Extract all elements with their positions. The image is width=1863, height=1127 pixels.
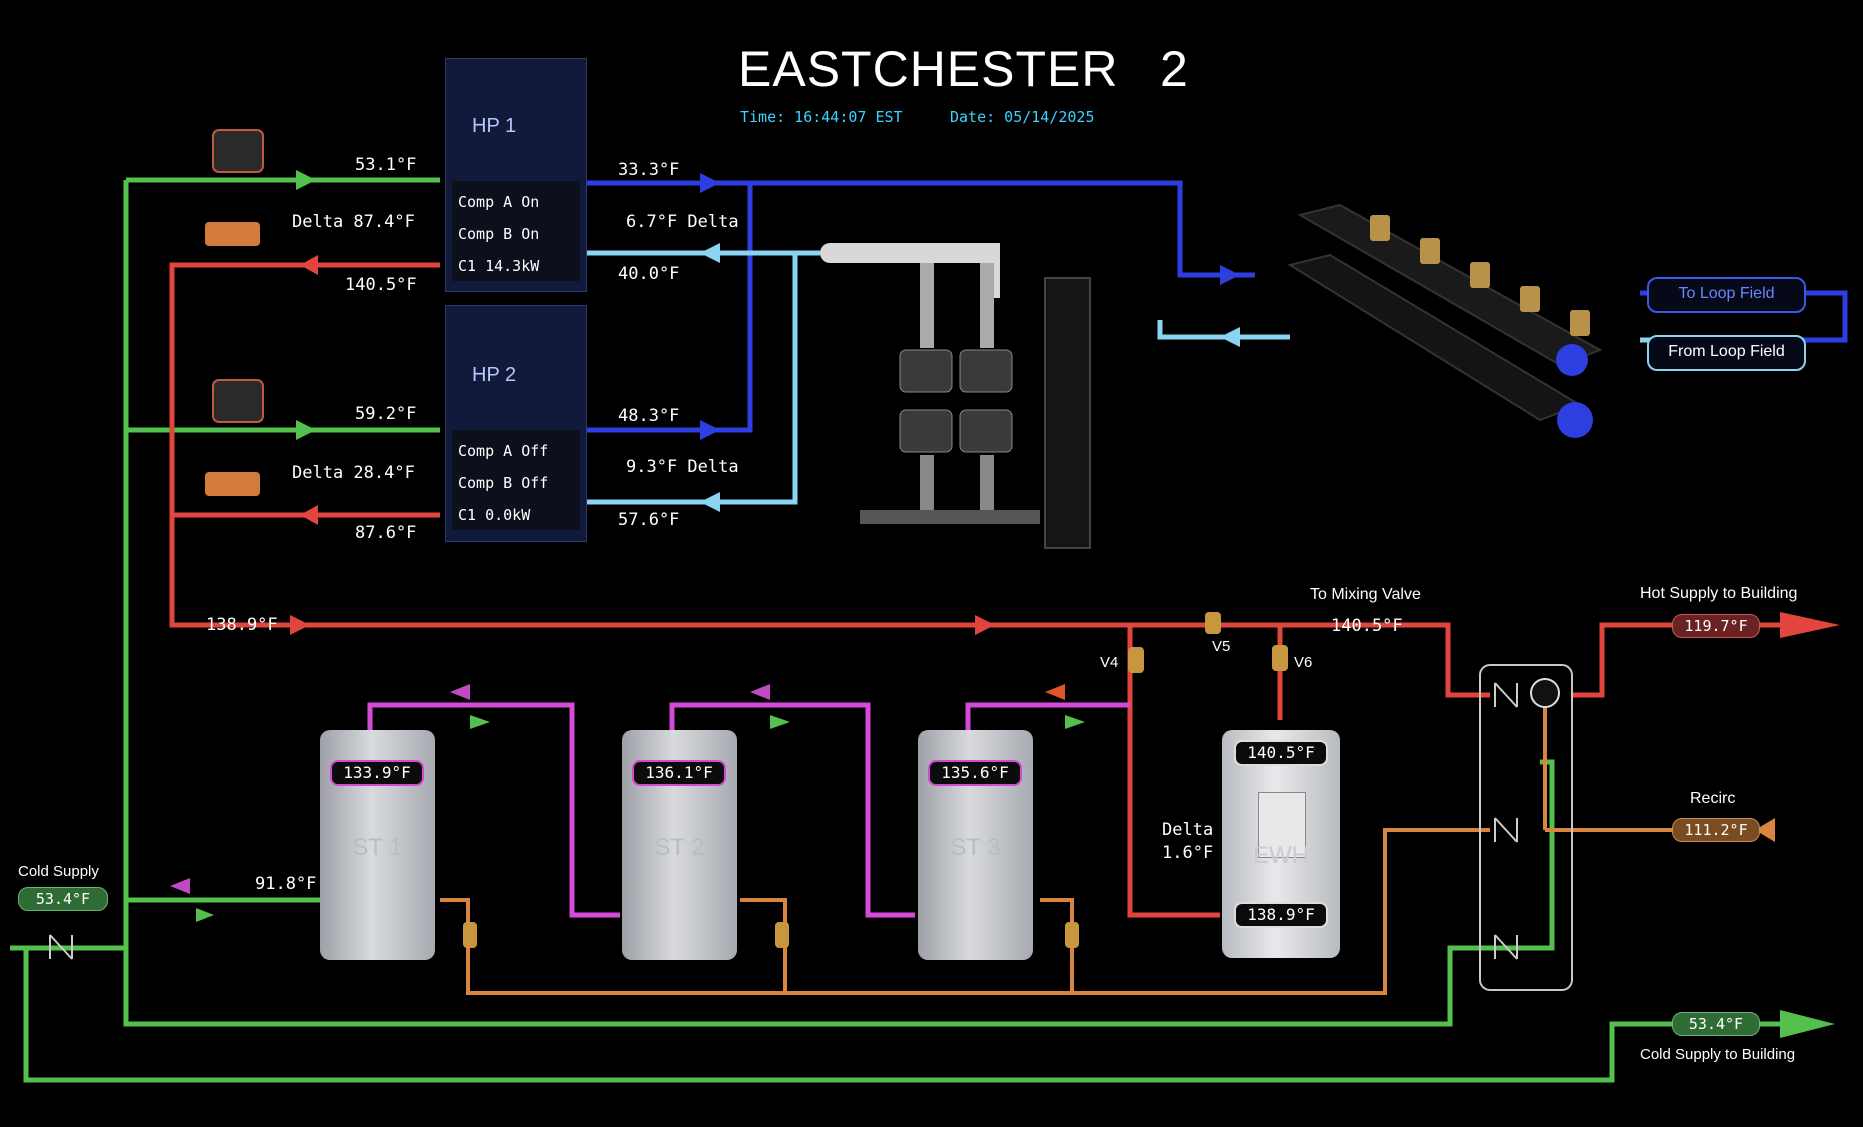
cold-supply-temp: 53.4°F xyxy=(18,887,108,911)
valve-v5-label[interactable]: V5 xyxy=(1212,638,1231,655)
hp2-loop-return-temp: 57.6°F xyxy=(618,510,680,530)
storage-tank-2[interactable]: 136.1°F ST 2 xyxy=(622,730,737,960)
to-mixing-valve-temp: 140.5°F xyxy=(1331,616,1403,636)
circulator-pump-icons xyxy=(205,129,264,496)
recirc-piping xyxy=(440,695,1760,995)
ewh-name: EWH xyxy=(1253,842,1309,869)
hp2-c1-power: C1 0.0kW xyxy=(458,506,531,524)
to-mixing-valve-label: To Mixing Valve xyxy=(1310,586,1421,603)
hp2-delta: Delta 28.4°F xyxy=(292,463,415,483)
valve-icons xyxy=(463,612,1288,948)
date-readout: Date: 05/14/2025 xyxy=(950,108,1095,126)
hp2-status-screen: Comp A Off Comp B Off C1 0.0kW xyxy=(452,430,580,530)
heat-pump-1[interactable]: HP 1 Comp A On Comp B On C1 14.3kW xyxy=(445,58,587,292)
ewh-delta-label: Delta xyxy=(1162,820,1214,840)
tank1-name: ST 1 xyxy=(352,834,403,861)
hp1-loop-out-temp: 33.3°F xyxy=(618,160,680,180)
hp1-comp-a: Comp A On xyxy=(458,193,540,211)
ewh-bottom-temp: 138.9°F xyxy=(1234,902,1328,928)
loop-return-piping xyxy=(584,250,1800,505)
loop-field-manifold-icon xyxy=(1287,203,1603,438)
tank3-name: ST 3 xyxy=(950,834,1001,861)
from-loop-field-box[interactable]: From Loop Field xyxy=(1647,335,1806,371)
hp2-source-in-temp: 59.2°F xyxy=(355,404,417,424)
hp2-loop-delta: 9.3°F Delta xyxy=(626,457,739,477)
hp2-loop-out-temp: 48.3°F xyxy=(618,406,680,426)
loop-supply-arrows xyxy=(700,173,1240,440)
main-return-temp: 138.9°F xyxy=(206,615,278,635)
cold-flow-arrows xyxy=(296,170,1835,1038)
hp1-name: HP 1 xyxy=(472,115,517,137)
to-loop-field-box[interactable]: To Loop Field xyxy=(1647,277,1806,313)
ewh-control-panel xyxy=(1258,792,1306,858)
time-readout: Time: 16:44:07 EST xyxy=(740,108,903,126)
hp1-status-screen: Comp A On Comp B On C1 14.3kW xyxy=(452,181,580,281)
cold-water-piping xyxy=(10,177,1790,1083)
storage-flow-arrows xyxy=(170,684,1065,894)
tank1-temp: 133.9°F xyxy=(330,760,424,786)
cold-supply-building-temp: 53.4°F xyxy=(1672,1012,1760,1036)
tank3-temp: 135.6°F xyxy=(928,760,1022,786)
hp1-loop-delta: 6.7°F Delta xyxy=(626,212,739,232)
screen-number: 2 xyxy=(1160,41,1189,97)
hp1-source-in-temp: 53.1°F xyxy=(355,155,417,175)
hp2-hot-out-temp: 87.6°F xyxy=(355,523,417,543)
ewh-top-temp: 140.5°F xyxy=(1234,740,1328,766)
storage-tank-1[interactable]: 133.9°F ST 1 xyxy=(320,730,435,960)
hp1-c1-power: C1 14.3kW xyxy=(458,257,540,275)
hp1-hot-out-temp: 140.5°F xyxy=(345,275,417,295)
tank2-name: ST 2 xyxy=(654,834,705,861)
ewh-delta-value: 1.6°F xyxy=(1162,843,1214,863)
mixing-valve-enclosure xyxy=(1479,664,1573,991)
storage-inlet-temp: 91.8°F xyxy=(255,874,317,894)
hp1-delta: Delta 87.4°F xyxy=(292,212,415,232)
hot-supply-label: Hot Supply to Building xyxy=(1640,585,1798,602)
valve-v4-label[interactable]: V4 xyxy=(1100,654,1119,671)
valve-v6-label[interactable]: V6 xyxy=(1294,654,1313,671)
electric-water-heater[interactable]: 140.5°F EWH 138.9°F xyxy=(1222,730,1340,958)
heat-pump-2[interactable]: HP 2 Comp A Off Comp B Off C1 0.0kW xyxy=(445,305,587,542)
loop-pump-station-icon xyxy=(820,243,1040,524)
hot-supply-temp: 119.7°F xyxy=(1672,614,1760,638)
cold-supply-label: Cold Supply xyxy=(18,863,99,880)
loop-return-arrows xyxy=(700,243,1240,512)
hp1-loop-return-temp: 40.0°F xyxy=(618,264,680,284)
hp2-comp-a: Comp A Off xyxy=(458,442,549,460)
storage-piping xyxy=(367,702,1130,918)
hp2-comp-b: Comp B Off xyxy=(458,474,549,492)
hydraulic-separator xyxy=(1044,277,1091,549)
page-title: EASTCHESTER xyxy=(738,41,1119,97)
hot-flow-arrows xyxy=(290,255,1840,638)
cold-supply-building-label: Cold Supply to Building xyxy=(1640,1046,1796,1063)
recirc-temp: 111.2°F xyxy=(1672,818,1760,842)
tank2-temp: 136.1°F xyxy=(632,760,726,786)
hp1-comp-b: Comp B On xyxy=(458,225,540,243)
recirc-label: Recirc xyxy=(1690,790,1736,807)
check-valve-icons xyxy=(49,682,1518,960)
hp2-name: HP 2 xyxy=(472,364,517,386)
storage-tank-3[interactable]: 135.6°F ST 3 xyxy=(918,730,1033,960)
